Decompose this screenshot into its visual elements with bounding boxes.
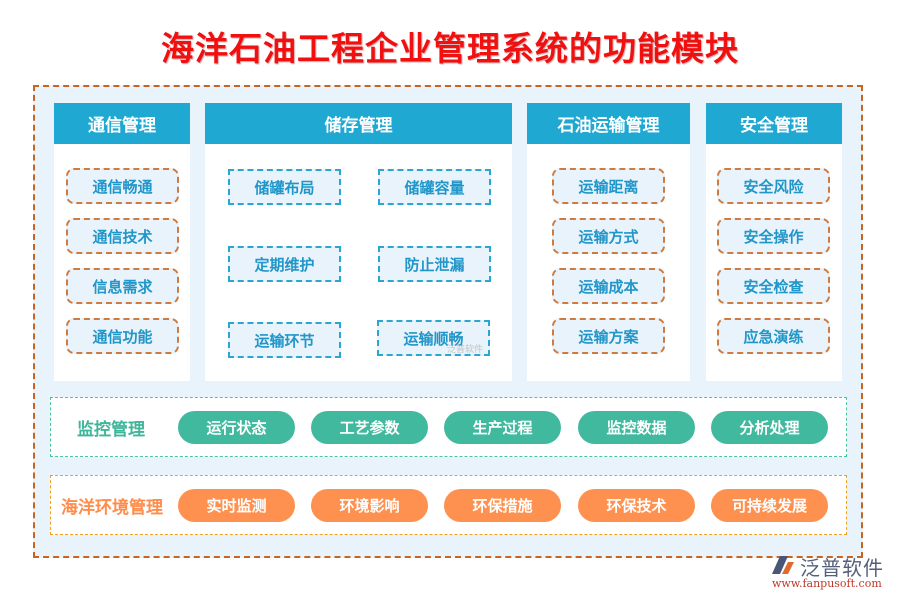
fanpu-logo-icon xyxy=(772,556,794,574)
panel-oil-transport: 石油运输管理 运输距离 运输方式 运输成本 运输方案 xyxy=(527,103,690,381)
environment-pill[interactable]: 环保技术 xyxy=(578,489,695,522)
module-item[interactable]: 运输顺畅 xyxy=(377,320,490,356)
module-item[interactable]: 安全检查 xyxy=(717,268,830,304)
monitor-row-label: 监控管理 xyxy=(77,419,145,440)
module-item[interactable]: 运输环节 xyxy=(228,322,341,358)
monitor-row: 监控管理 运行状态 工艺参数 生产过程 监控数据 分析处理 xyxy=(50,397,847,457)
environment-pill[interactable]: 可持续发展 xyxy=(711,489,828,522)
logo-url: www.fanpusoft.com xyxy=(772,577,882,590)
panel-header-storage: 储存管理 xyxy=(205,103,512,144)
module-item[interactable]: 通信畅通 xyxy=(66,168,179,204)
environment-row: 海洋环境管理 实时监测 环境影响 环保措施 环保技术 可持续发展 xyxy=(50,475,847,535)
module-item[interactable]: 运输方案 xyxy=(552,318,665,354)
module-item[interactable]: 储罐容量 xyxy=(378,169,491,205)
module-item[interactable]: 定期维护 xyxy=(228,246,341,282)
monitor-pill[interactable]: 运行状态 xyxy=(178,411,295,444)
module-item[interactable]: 运输距离 xyxy=(552,168,665,204)
panel-communication: 通信管理 通信畅通 通信技术 信息需求 通信功能 xyxy=(54,103,190,381)
module-item[interactable]: 应急演练 xyxy=(717,318,830,354)
environment-pill[interactable]: 实时监测 xyxy=(178,489,295,522)
monitor-pill[interactable]: 生产过程 xyxy=(444,411,561,444)
module-item[interactable]: 信息需求 xyxy=(66,268,179,304)
module-item[interactable]: 运输成本 xyxy=(552,268,665,304)
monitor-pill[interactable]: 工艺参数 xyxy=(311,411,428,444)
module-item[interactable]: 安全操作 xyxy=(717,218,830,254)
environment-row-label: 海洋环境管理 xyxy=(61,497,163,518)
watermark: 泛普软件 xyxy=(447,345,484,355)
fanpu-logo: 泛普软件 www.fanpusoft.com xyxy=(770,552,895,594)
module-item[interactable]: 运输方式 xyxy=(552,218,665,254)
page-title: 海洋石油工程企业管理系统的功能模块 xyxy=(161,29,739,68)
module-item[interactable]: 安全风险 xyxy=(717,168,830,204)
panel-storage: 储存管理 储罐布局 储罐容量 定期维护 防止泄漏 运输环节 运输顺畅 xyxy=(205,103,512,381)
environment-pill[interactable]: 环境影响 xyxy=(311,489,428,522)
panel-header-oil-transport: 石油运输管理 xyxy=(527,103,690,144)
monitor-pill[interactable]: 分析处理 xyxy=(711,411,828,444)
panel-header-communication: 通信管理 xyxy=(54,103,190,144)
logo-name: 泛普软件 xyxy=(800,556,884,580)
module-item[interactable]: 通信技术 xyxy=(66,218,179,254)
module-item[interactable]: 防止泄漏 xyxy=(378,246,491,282)
module-item[interactable]: 通信功能 xyxy=(66,318,179,354)
environment-pill[interactable]: 环保措施 xyxy=(444,489,561,522)
panel-safety: 安全管理 安全风险 安全操作 安全检查 应急演练 xyxy=(706,103,842,381)
module-item[interactable]: 储罐布局 xyxy=(228,169,341,205)
monitor-pill[interactable]: 监控数据 xyxy=(578,411,695,444)
panel-header-safety: 安全管理 xyxy=(706,103,842,144)
